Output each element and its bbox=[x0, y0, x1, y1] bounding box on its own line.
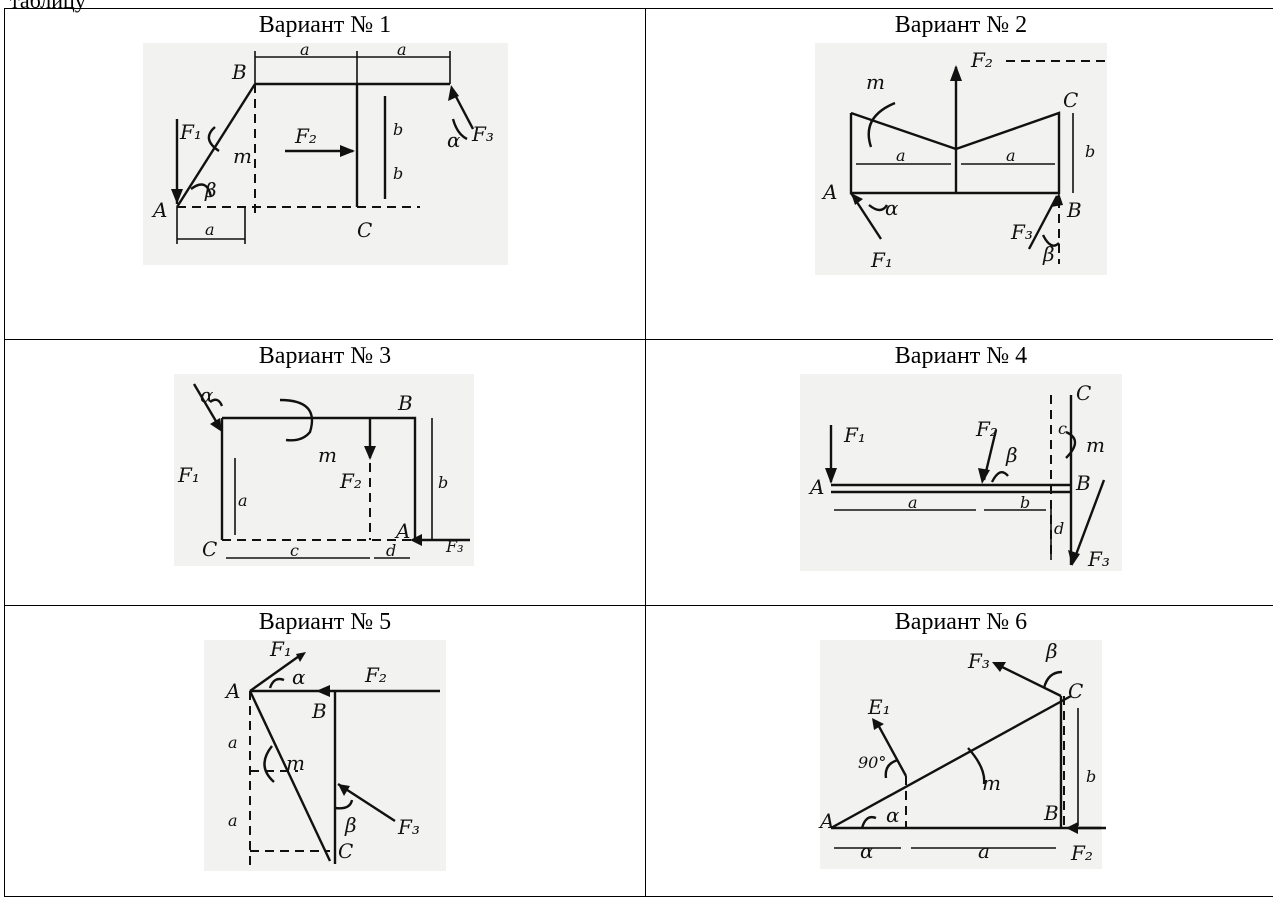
svg-text:m: m bbox=[318, 443, 337, 467]
svg-text:d: d bbox=[1054, 519, 1064, 538]
variant-5-diagram: A F₁ α F₂ B a m a β F₃ C bbox=[200, 636, 450, 871]
svg-text:a: a bbox=[228, 733, 238, 752]
svg-text:b: b bbox=[393, 164, 403, 183]
svg-text:α: α bbox=[292, 665, 306, 689]
svg-text:F₁: F₁ bbox=[269, 637, 292, 661]
svg-text:C: C bbox=[1068, 679, 1083, 703]
svg-text:α: α bbox=[860, 839, 874, 863]
variant-title-5: Вариант № 5 bbox=[5, 608, 645, 636]
svg-text:m: m bbox=[233, 144, 252, 168]
svg-text:F₂: F₂ bbox=[975, 417, 998, 441]
svg-text:F₃: F₃ bbox=[1087, 547, 1110, 571]
svg-text:α: α bbox=[885, 196, 899, 220]
svg-text:B: B bbox=[311, 699, 327, 723]
svg-text:C: C bbox=[1076, 381, 1091, 405]
svg-text:β: β bbox=[1005, 443, 1018, 467]
svg-text:A: A bbox=[818, 809, 834, 833]
variant-cell-1: Вариант № 1 bbox=[5, 9, 646, 340]
svg-text:A: A bbox=[151, 198, 167, 222]
svg-text:F₂: F₂ bbox=[364, 663, 387, 687]
table-row: Вариант № 5 A F₁ α F₂ bbox=[5, 606, 1273, 897]
variant-cell-5: Вариант № 5 A F₁ α F₂ bbox=[5, 606, 646, 897]
variant-title-3: Вариант № 3 bbox=[5, 342, 645, 370]
svg-text:90°: 90° bbox=[858, 753, 886, 772]
svg-text:F₁: F₁ bbox=[177, 463, 200, 487]
variant-title-1: Вариант № 1 bbox=[5, 11, 645, 39]
svg-text:C: C bbox=[338, 839, 353, 863]
svg-text:A: A bbox=[808, 475, 824, 499]
svg-text:C: C bbox=[1063, 88, 1078, 112]
svg-text:F₂: F₂ bbox=[294, 124, 317, 148]
svg-text:a: a bbox=[978, 839, 990, 863]
svg-text:F₂: F₂ bbox=[970, 48, 993, 72]
svg-text:A: A bbox=[224, 679, 240, 703]
svg-text:c: c bbox=[1058, 419, 1067, 438]
svg-text:C: C bbox=[357, 218, 372, 242]
variant-cell-6: Вариант № 6 β bbox=[646, 606, 1273, 897]
svg-text:d: d bbox=[386, 541, 396, 560]
svg-text:a: a bbox=[238, 491, 248, 510]
svg-text:α: α bbox=[886, 803, 900, 827]
svg-text:b: b bbox=[1085, 142, 1095, 161]
svg-text:a: a bbox=[896, 146, 906, 165]
svg-text:a: a bbox=[397, 40, 407, 59]
svg-text:B: B bbox=[1043, 801, 1059, 825]
svg-text:E₁: E₁ bbox=[867, 695, 891, 719]
svg-text:F₃: F₃ bbox=[445, 537, 464, 556]
svg-text:β: β bbox=[1045, 639, 1058, 663]
svg-text:a: a bbox=[228, 811, 238, 830]
svg-text:a: a bbox=[908, 493, 918, 512]
svg-text:C: C bbox=[202, 537, 217, 561]
svg-text:F₃: F₃ bbox=[471, 122, 494, 146]
svg-text:β: β bbox=[204, 178, 217, 202]
svg-text:F₁: F₁ bbox=[870, 248, 893, 272]
svg-text:F₁: F₁ bbox=[843, 423, 866, 447]
svg-text:B: B bbox=[1075, 471, 1091, 495]
svg-text:m: m bbox=[286, 751, 305, 775]
svg-text:F₁: F₁ bbox=[179, 120, 202, 144]
variant-title-4: Вариант № 4 bbox=[646, 342, 1273, 370]
svg-text:a: a bbox=[300, 40, 310, 59]
variant-2-diagram: F₂ m C A B b a a α F₁ F₃ β bbox=[811, 39, 1111, 279]
svg-text:m: m bbox=[982, 771, 1001, 795]
svg-text:A: A bbox=[821, 180, 837, 204]
svg-text:α: α bbox=[200, 383, 214, 407]
variant-cell-2: Вариант № 2 F₂ m bbox=[646, 9, 1273, 340]
svg-text:F₃: F₃ bbox=[1010, 220, 1033, 244]
svg-text:α: α bbox=[447, 128, 461, 152]
svg-text:B: B bbox=[231, 60, 247, 84]
variant-title-2: Вариант № 2 bbox=[646, 11, 1273, 39]
variant-1-diagram: B A C F₁ m β F₂ F₃ α a a b b a bbox=[135, 39, 515, 269]
variant-cell-4: Вариант № 4 C F₁ F₂ bbox=[646, 340, 1273, 606]
variant-4-diagram: C F₁ F₂ β c m A B a b d F₃ bbox=[796, 370, 1126, 575]
svg-text:b: b bbox=[1086, 767, 1096, 786]
variant-6-diagram: β F₃ C E₁ 90° m b B A α α a F₂ bbox=[816, 636, 1106, 871]
svg-text:B: B bbox=[397, 391, 413, 415]
svg-text:b: b bbox=[438, 473, 448, 492]
svg-text:a: a bbox=[205, 220, 215, 239]
svg-text:m: m bbox=[866, 70, 885, 94]
svg-text:β: β bbox=[1042, 242, 1055, 266]
svg-text:m: m bbox=[1086, 433, 1105, 457]
variant-title-6: Вариант № 6 bbox=[646, 608, 1273, 636]
svg-text:β: β bbox=[344, 813, 357, 837]
svg-text:A: A bbox=[394, 519, 410, 543]
table-row: Вариант № 1 bbox=[5, 9, 1273, 340]
variant-cell-3: Вариант № 3 α m bbox=[5, 340, 646, 606]
svg-text:b: b bbox=[393, 120, 403, 139]
svg-text:a: a bbox=[1006, 146, 1016, 165]
variant-3-diagram: α m B F₁ F₂ a b A F₃ C c d bbox=[170, 370, 480, 570]
variants-table: Вариант № 1 bbox=[4, 8, 1273, 897]
svg-text:F₃: F₃ bbox=[397, 815, 420, 839]
svg-text:F₂: F₂ bbox=[1070, 841, 1093, 865]
table-row: Вариант № 3 α m bbox=[5, 340, 1273, 606]
svg-text:c: c bbox=[290, 541, 299, 560]
svg-text:F₂: F₂ bbox=[339, 469, 362, 493]
svg-text:F₃: F₃ bbox=[967, 649, 990, 673]
svg-text:B: B bbox=[1066, 198, 1082, 222]
svg-text:b: b bbox=[1020, 493, 1030, 512]
